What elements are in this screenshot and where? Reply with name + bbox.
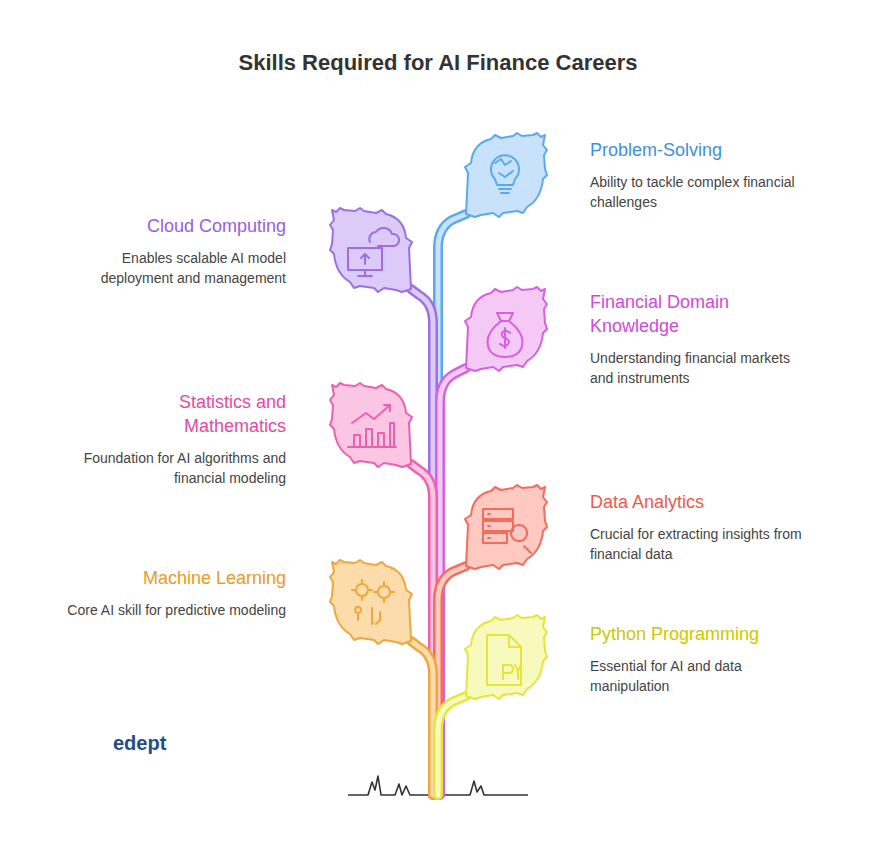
skill-description: Foundation for AI algorithms and financi… [54, 448, 286, 488]
leaf [330, 208, 412, 292]
skill-node: Python ProgrammingEssential for AI and d… [590, 622, 830, 696]
icon-stroke [354, 423, 394, 447]
skill-heading: Financial Domain Knowledge [590, 290, 775, 338]
stem [438, 566, 466, 795]
icon-stroke [511, 525, 531, 553]
stem-inner [438, 696, 466, 795]
icon-stroke [491, 155, 519, 185]
stem [438, 214, 466, 795]
leaf-icon [348, 405, 396, 447]
stem [438, 696, 466, 795]
icon-stroke [488, 321, 523, 357]
logo-text: edept [113, 731, 166, 755]
leaf-shape [465, 133, 547, 217]
icon-stroke [361, 254, 369, 264]
skill-heading: Cloud Computing [46, 214, 286, 238]
leaf-shape [330, 208, 412, 292]
skill-node: Financial Domain KnowledgeUnderstanding … [590, 290, 815, 388]
skill-description: Enables scalable AI model deployment and… [86, 248, 286, 288]
stem-inner [411, 641, 433, 795]
icon-stroke [374, 582, 394, 602]
skill-node: Cloud ComputingEnables scalable AI model… [46, 214, 286, 288]
leaf-icon [491, 155, 519, 193]
icon-stroke [488, 514, 490, 538]
skill-node: Machine LearningCore AI skill for predic… [24, 566, 286, 620]
leaf-icon [488, 313, 523, 357]
leaf-icon [352, 580, 394, 624]
leaf [465, 287, 547, 371]
skill-heading: Python Programming [590, 622, 830, 646]
skill-description: Understanding financial markets and inst… [590, 348, 815, 388]
stem [411, 641, 433, 795]
skill-heading: Problem-Solving [590, 138, 830, 162]
leaf [330, 560, 412, 644]
skill-description: Essential for AI and data manipulation [590, 656, 790, 696]
icon-stroke [352, 580, 372, 600]
stem-inner [438, 566, 466, 795]
skill-description: Core AI skill for predictive modeling [24, 600, 286, 620]
leaf-icon [483, 509, 531, 553]
stem [411, 464, 433, 795]
stems [411, 214, 466, 795]
icon-stroke [515, 665, 521, 679]
stem-inner [411, 289, 433, 795]
skill-node: Statistics and MathematicsFoundation for… [54, 390, 286, 488]
leaf-shape [330, 383, 412, 467]
icon-stroke [495, 159, 513, 177]
icon-stroke [483, 509, 513, 543]
leaf-icon [348, 228, 399, 276]
skill-heading: Statistics and Mathematics [121, 390, 286, 438]
leaf [465, 485, 547, 569]
icon-stroke [369, 228, 399, 246]
skill-heading: Data Analytics [590, 490, 830, 514]
leaf [330, 383, 412, 467]
icon-stroke [348, 248, 382, 276]
icon-stroke [497, 313, 513, 321]
diagram-title: Skills Required for AI Finance Careers [0, 48, 876, 78]
icon-stroke [500, 328, 510, 348]
leaves [330, 133, 547, 699]
icon-stroke [487, 635, 521, 685]
leaf-shape [330, 560, 412, 644]
stem [411, 289, 433, 795]
skill-heading: Machine Learning [46, 566, 286, 590]
stem-inner [411, 464, 433, 795]
stem-inner [438, 214, 466, 795]
skill-node: Problem-SolvingAbility to tackle complex… [590, 138, 830, 212]
leaf [465, 133, 547, 217]
skill-node: Data AnalyticsCrucial for extracting ins… [590, 490, 836, 564]
icon-stroke [355, 607, 380, 624]
skill-description: Crucial for extracting insights from fin… [590, 524, 836, 564]
skill-description: Ability to tackle complex financial chal… [590, 172, 830, 212]
leaf-shape [465, 615, 547, 699]
leaf [465, 615, 547, 699]
icon-stroke [503, 665, 513, 679]
leaf-shape [465, 485, 547, 569]
leaf-shape [465, 287, 547, 371]
icon-stroke [352, 405, 390, 423]
icon-stroke [499, 189, 511, 193]
leaf-icon [487, 635, 521, 685]
